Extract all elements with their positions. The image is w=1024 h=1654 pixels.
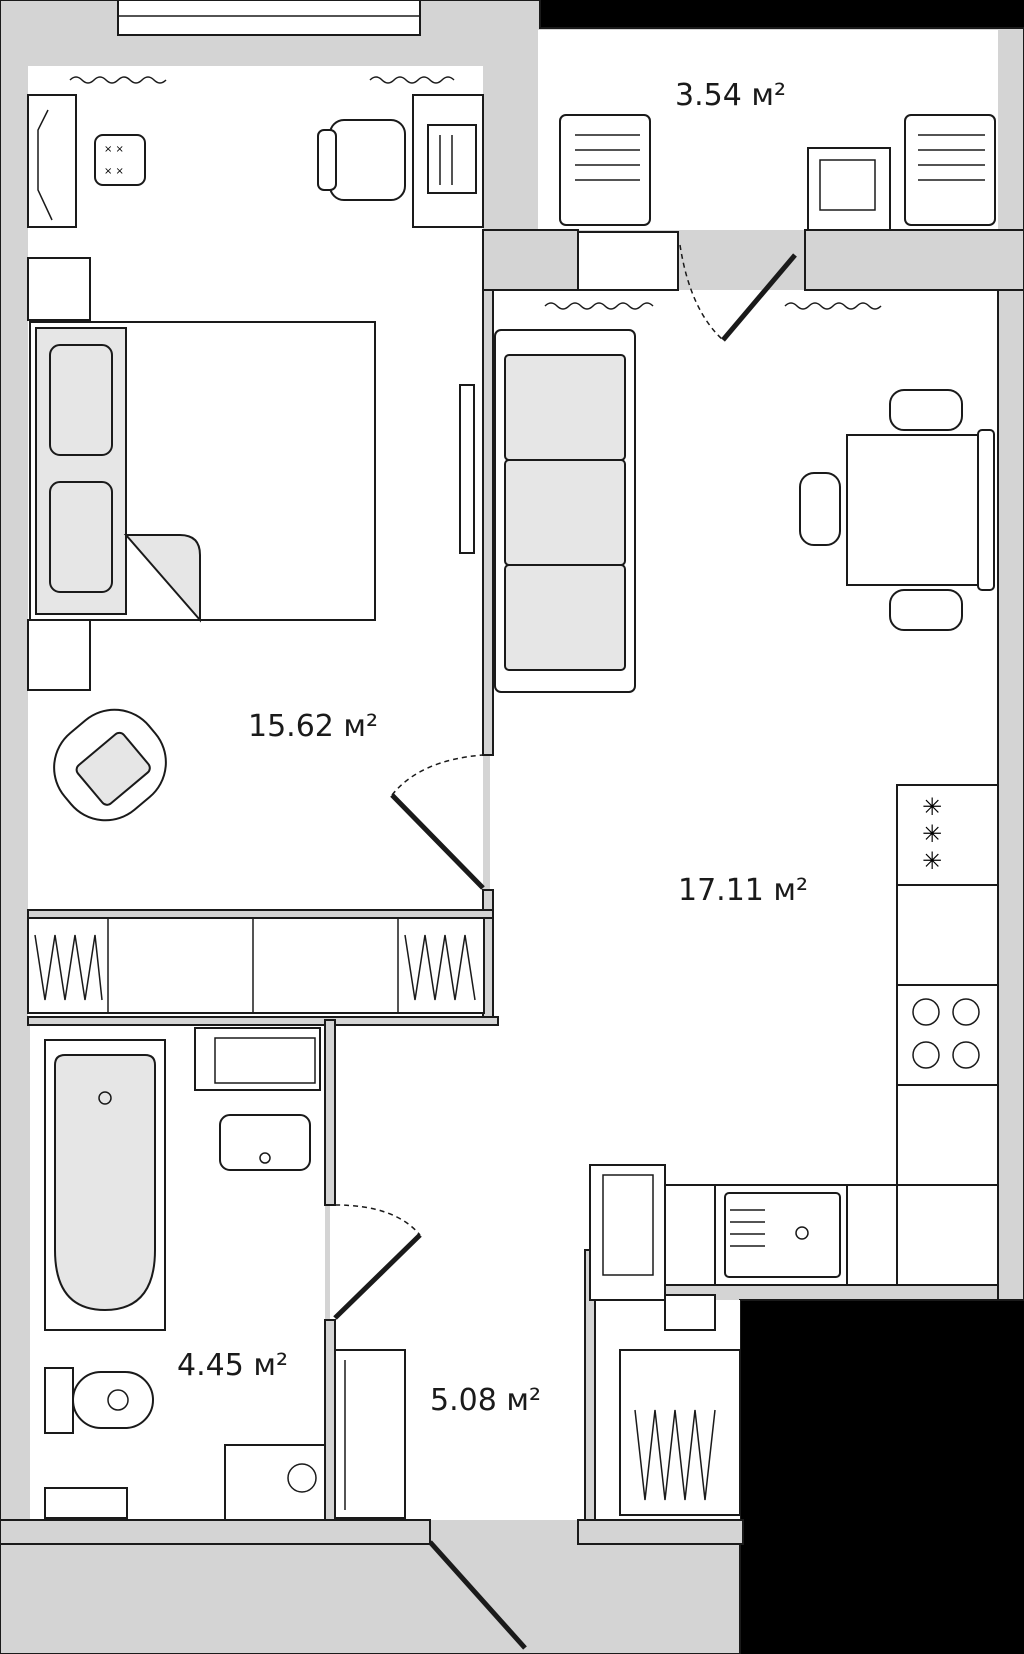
area-hallway: 5.08 м² xyxy=(430,1383,541,1418)
bathroom-door[interactable] xyxy=(333,1204,422,1320)
svg-text:✳: ✳ xyxy=(922,847,942,875)
kitchen-cabinet-5 xyxy=(846,1184,898,1286)
bathroom-fixtures xyxy=(44,1027,326,1521)
pillow-top xyxy=(49,344,113,456)
wardrobe xyxy=(27,917,485,1014)
kitchen-cabinet-6 xyxy=(664,1184,716,1286)
kitchen-cabinet-4 xyxy=(896,1184,999,1286)
window-top xyxy=(117,0,421,36)
dining-chair-right xyxy=(977,429,995,591)
nightstand-top xyxy=(27,257,91,321)
washing-machine xyxy=(224,1444,326,1521)
toilet-bowl xyxy=(72,1371,154,1429)
nightstand-bottom xyxy=(27,619,91,691)
hallway-wardrobe xyxy=(334,1349,406,1519)
balcony-door[interactable] xyxy=(679,244,797,342)
kitchen-cabinet-2 xyxy=(896,884,999,986)
kitchen-cabinet-1 xyxy=(896,784,999,886)
kitchen: ✳ ✳ ✳ xyxy=(589,784,999,1516)
armchair xyxy=(53,708,167,822)
washbasin xyxy=(219,1114,311,1171)
sink xyxy=(724,1192,841,1278)
area-labels: 3.54 м² 15.62 м² 17.11 м² 4.45 м² 5.08 м… xyxy=(177,78,808,1418)
hallway-shoe-cabinet xyxy=(619,1349,741,1516)
living-furniture xyxy=(494,329,995,693)
area-balcony: 3.54 м² xyxy=(675,78,786,113)
pillow-bottom xyxy=(49,481,113,593)
kitchen-cabinet-3 xyxy=(896,1084,999,1186)
dining-chair-left xyxy=(799,472,841,546)
area-bedroom: 15.62 м² xyxy=(248,709,378,744)
svg-text:× ×: × × xyxy=(104,166,124,177)
balcony-chair-left xyxy=(559,114,651,226)
pouf xyxy=(94,134,146,186)
svg-text:× ×: × × xyxy=(104,144,124,155)
balcony-window xyxy=(577,231,679,291)
bedroom-furniture: × × × × xyxy=(27,94,484,822)
desk-chair xyxy=(329,119,406,201)
bedroom-door[interactable] xyxy=(390,754,485,890)
balcony-table xyxy=(807,147,891,231)
area-bathroom: 4.45 м² xyxy=(177,1348,288,1383)
sofa-seat-3 xyxy=(504,564,626,671)
boiler xyxy=(664,1294,716,1331)
sofa-seat-2 xyxy=(504,459,626,566)
sofa-seat-1 xyxy=(504,354,626,461)
toilet-tank xyxy=(44,1367,74,1434)
interior-walls xyxy=(27,229,1024,1521)
dining-table xyxy=(846,434,990,586)
svg-text:✳: ✳ xyxy=(922,793,942,821)
balcony xyxy=(559,114,996,291)
balcony-chair-right xyxy=(904,114,996,226)
cooktop xyxy=(896,984,999,1086)
dining-chair-top xyxy=(889,389,963,431)
tv xyxy=(459,384,475,554)
area-living-kitchen: 17.11 м² xyxy=(678,873,808,908)
curtains xyxy=(69,76,882,310)
entrance-door[interactable] xyxy=(0,1519,744,1650)
svg-text:✳: ✳ xyxy=(922,820,942,848)
wall-shelf xyxy=(27,94,77,228)
towel-rail xyxy=(44,1487,128,1519)
dining-chair-bottom xyxy=(889,589,963,631)
